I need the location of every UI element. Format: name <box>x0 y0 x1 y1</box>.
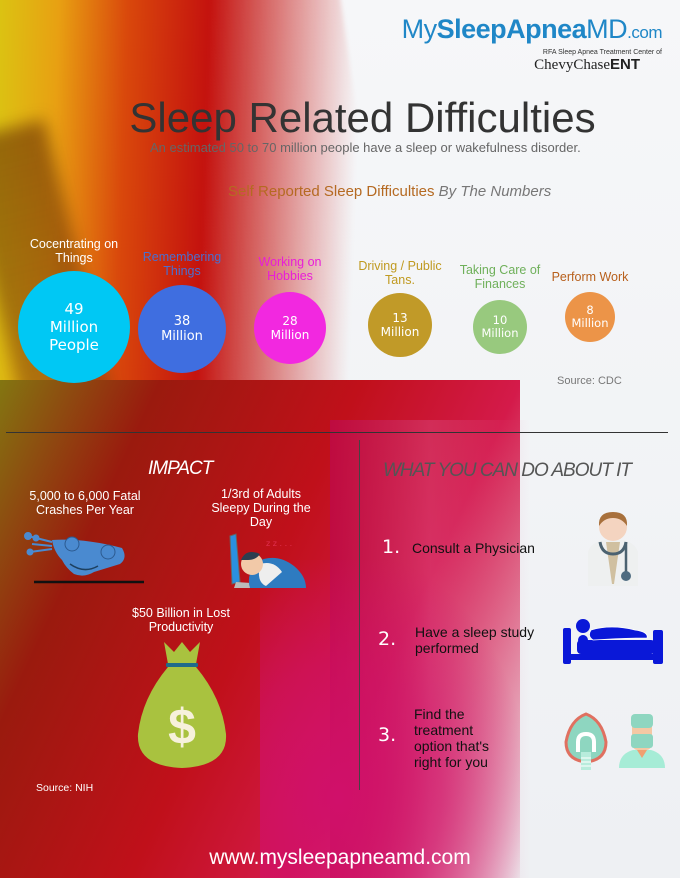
stat-label: Driving / Public Tans. <box>358 259 442 287</box>
stat-bubble: 8 Million <box>565 292 615 342</box>
cpap-mask-icon <box>564 712 608 772</box>
step-text: Find the treatment option that's right f… <box>414 706 490 770</box>
numbers-heading: Self Reported Sleep Difficulties By The … <box>228 183 552 200</box>
brand-logo[interactable]: MySleepApneaMD.com RFA Sleep Apnea Treat… <box>401 14 663 74</box>
stat-label: Remembering Things <box>142 250 222 278</box>
logo-wordmark: MySleepApneaMD.com <box>401 14 663 44</box>
stat-finances: Taking Care of Finances 10 Million <box>452 263 548 354</box>
svg-text:$: $ <box>168 699 196 755</box>
stat-bubble: 49 Million People <box>18 271 130 383</box>
stat-bubble: 10 Million <box>473 300 527 354</box>
sleep-study-bed-icon <box>563 618 663 664</box>
step-text: Consult a Physician <box>412 540 535 556</box>
impact-crashes-text: 5,000 to 6,000 Fatal Crashes Per Year <box>29 489 141 517</box>
column-divider <box>359 440 360 790</box>
stat-driving: Driving / Public Tans. 13 Million <box>352 259 448 357</box>
step-text: Have a sleep study performed <box>415 624 535 656</box>
stat-bubble: 38 Million <box>138 285 226 373</box>
stat-remembering: Remembering Things 38 Million <box>134 250 230 373</box>
sleepy-person-icon: z z . . . <box>226 532 310 588</box>
logo-tagline: RFA Sleep Apnea Treatment Center of <box>542 49 662 56</box>
physician-icon <box>586 510 640 586</box>
page-title: Sleep Related Difficulties <box>129 94 596 141</box>
money-bag-icon: $ <box>134 638 230 770</box>
stat-label: Cocentrating on Things <box>29 237 119 265</box>
impact-productivity-text: $50 Billion in Lost Productivity <box>132 606 230 634</box>
stat-bubble: 28 Million <box>254 292 326 364</box>
svg-text:z z . . .: z z . . . <box>266 539 292 548</box>
stat-label: Working on Hobbies <box>258 255 322 283</box>
impact-title: IMPACT <box>148 458 213 479</box>
stat-label: Taking Care of Finances <box>459 263 541 291</box>
stat-work: Perform Work 8 Million <box>550 270 630 342</box>
logo-partner: ChevyChaseENT <box>534 56 640 73</box>
todo-title: WHAT YOU CAN DO ABOUT IT <box>383 460 632 481</box>
page-subtitle: An estimated 50 to 70 million people hav… <box>150 140 581 155</box>
impact-sleepy-text: 1/3rd of Adults Sleepy During the Day <box>211 487 311 529</box>
source-cdc: Source: CDC <box>557 375 622 387</box>
stat-bubble: 13 Million <box>368 293 432 357</box>
stat-concentrating: Cocentrating on Things 49 Million People <box>14 237 134 383</box>
source-nih: Source: NIH <box>36 782 94 794</box>
stat-hobbies: Working on Hobbies 28 Million <box>250 255 330 364</box>
step-number: 1. <box>382 536 401 558</box>
stat-label: Perform Work <box>551 270 629 284</box>
step-number: 2. <box>378 628 397 650</box>
website-link[interactable]: www.mysleepapneamd.com <box>209 846 471 869</box>
section-divider <box>6 432 668 433</box>
surgeon-icon <box>617 712 667 768</box>
step-number: 3. <box>378 724 397 746</box>
overturned-car-icon <box>24 530 146 584</box>
